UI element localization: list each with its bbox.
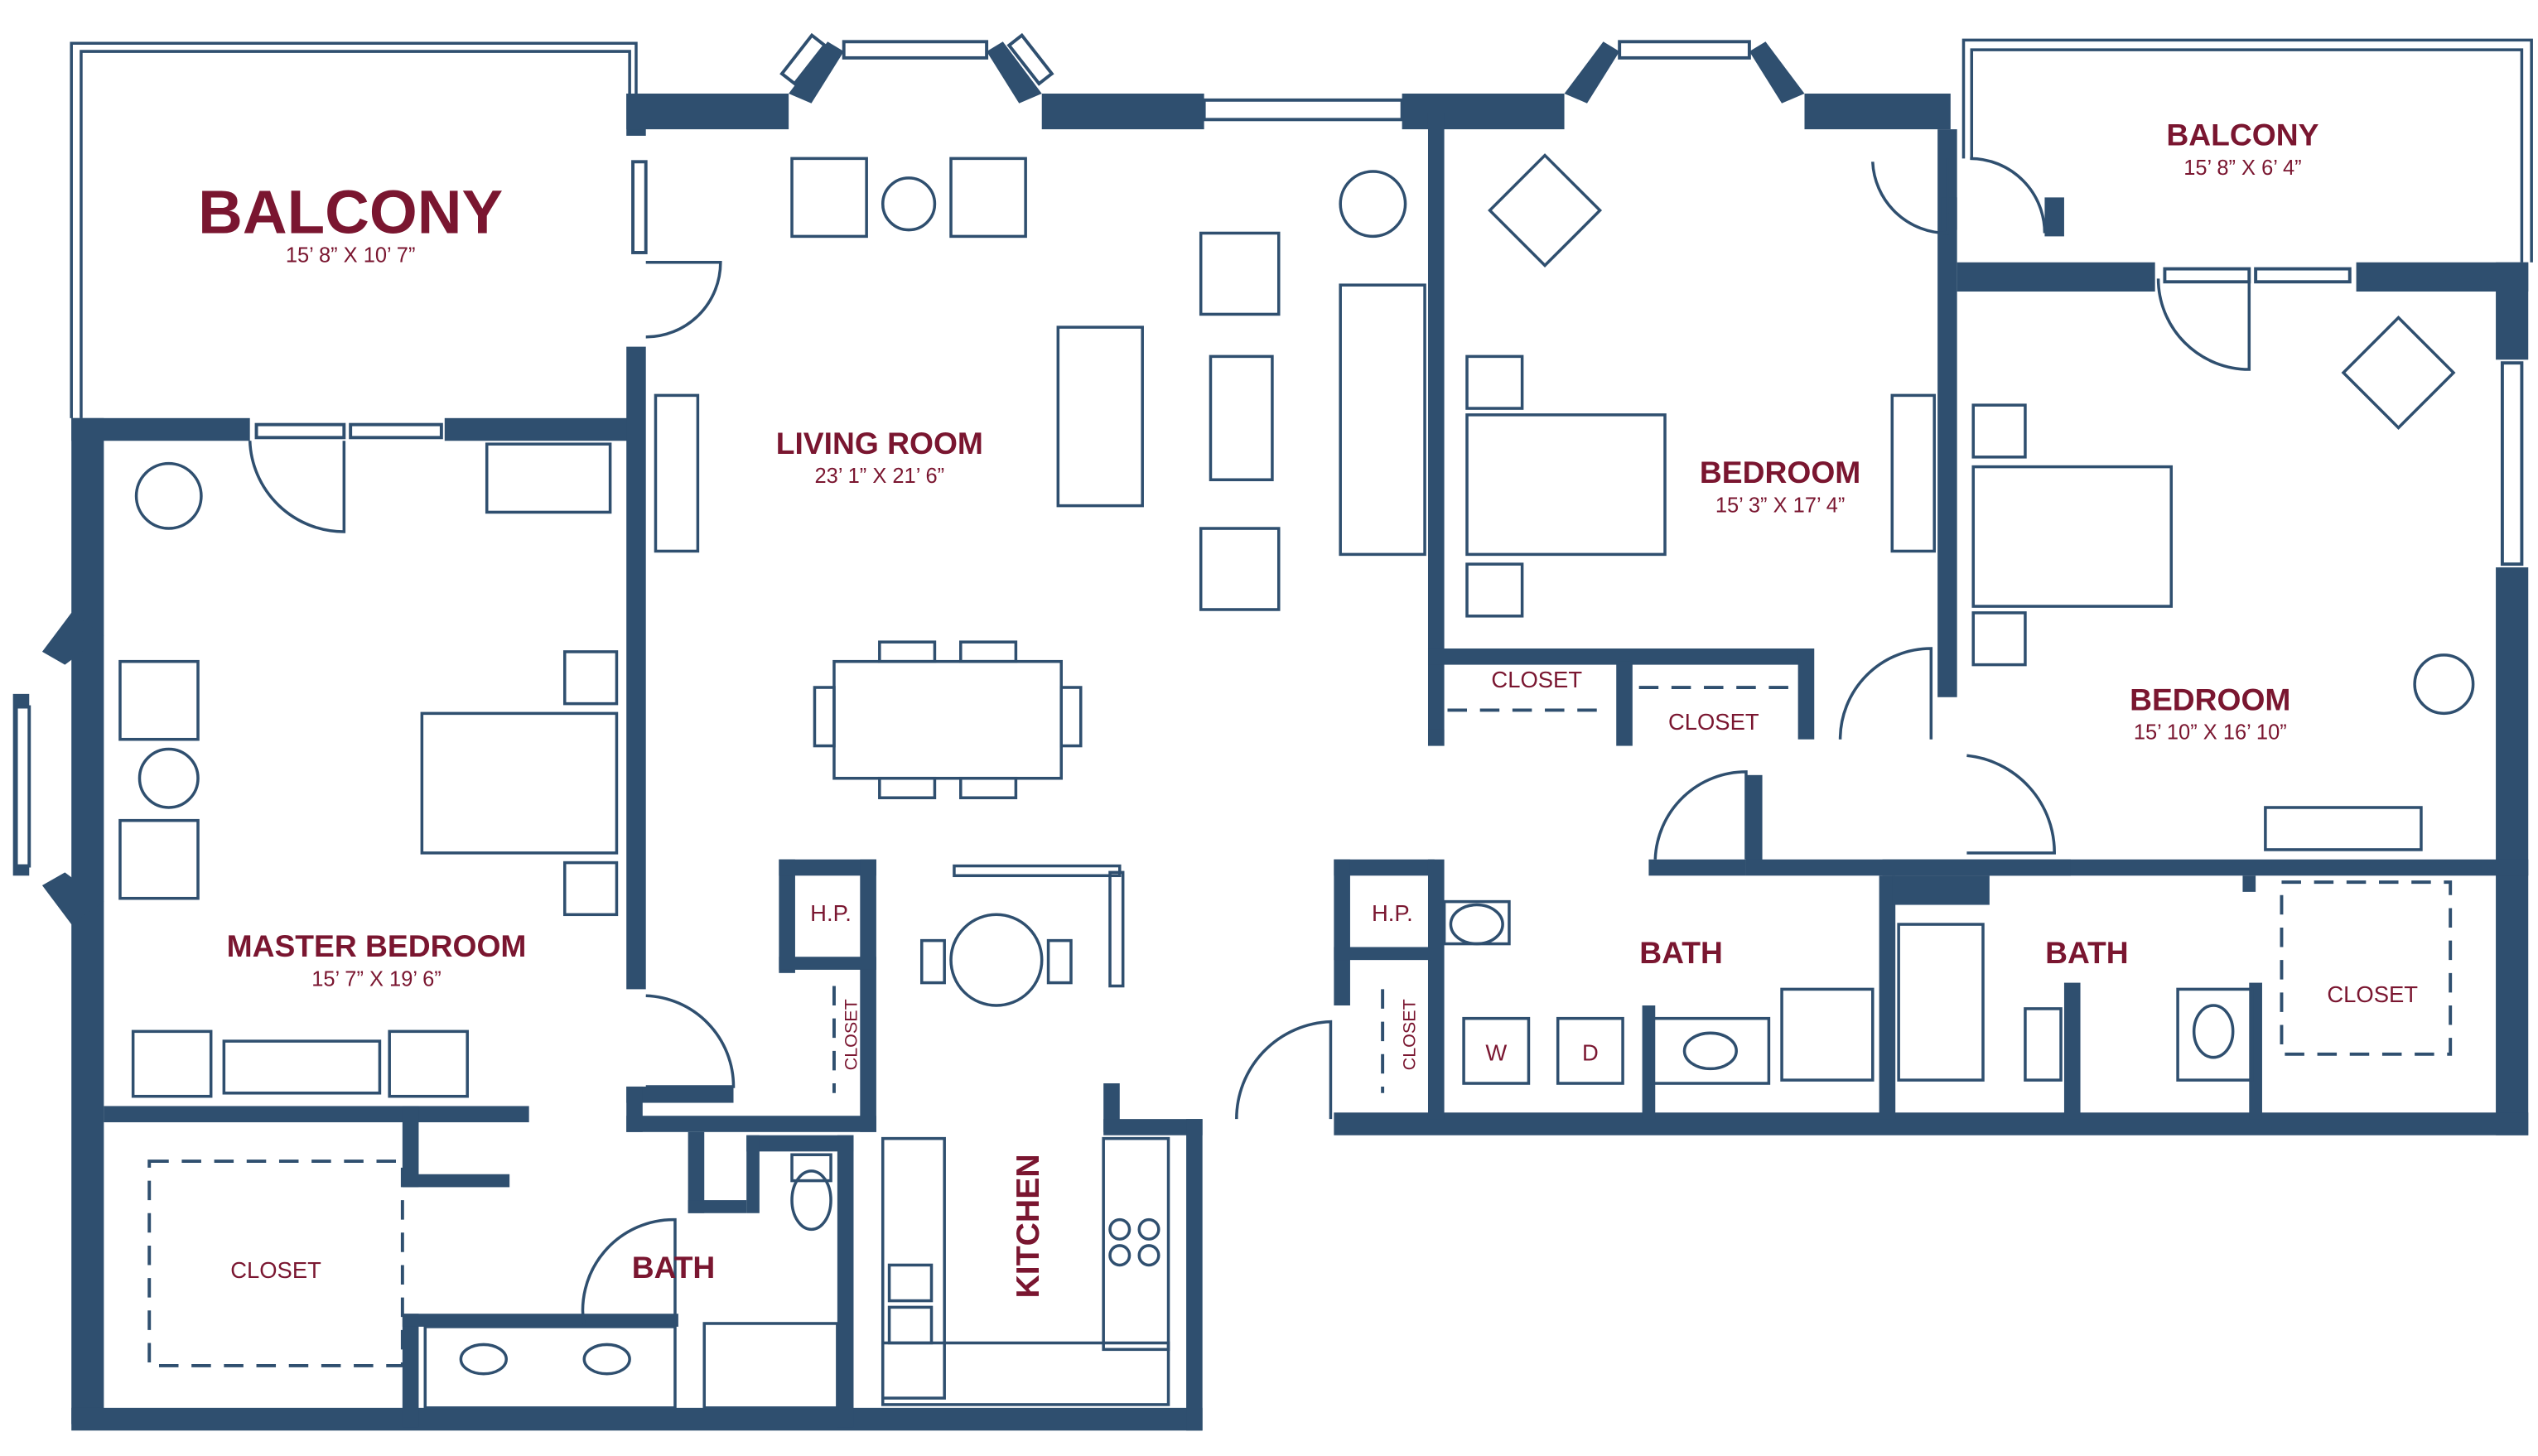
balcony-right-label: BALCONY (2166, 118, 2318, 152)
bath-right-label: BATH (2045, 935, 2129, 970)
closet-master-label: CLOSET (230, 1257, 321, 1283)
balcony-right-dims: 15’ 8” X 6’ 4” (2183, 157, 2301, 180)
closet-hall-right-label: CLOSET (1399, 999, 1419, 1070)
closet-bed-a-label: CLOSET (1491, 667, 1582, 692)
furniture (118, 153, 2475, 1410)
balcony-right-outline (1961, 38, 2533, 263)
closet-hall-left-label: CLOSET (841, 999, 861, 1070)
dryer-label: D (1582, 1040, 1599, 1066)
washer-label: W (1485, 1040, 1507, 1066)
bath-center-label: BATH (1639, 935, 1723, 970)
bath-master-label: BATH (632, 1250, 716, 1285)
balcony-left-label: BALCONY (198, 177, 503, 246)
bedroom-center-label: BEDROOM (1700, 455, 1860, 489)
bedroom-right-dims: 15’ 10” X 16’ 10” (2134, 721, 2287, 745)
living-room-label: LIVING ROOM (776, 426, 983, 460)
closet-right-label: CLOSET (2327, 981, 2418, 1007)
doors (248, 157, 2251, 1328)
hp-left-label: H.P. (810, 900, 852, 926)
balcony-left-dims: 15’ 8” X 10’ 7” (286, 244, 416, 268)
balcony-left-outline (70, 41, 638, 418)
hp-right-label: H.P. (1372, 900, 1413, 926)
kitchen-label: KITCHEN (1011, 1154, 1046, 1298)
windows (14, 32, 2524, 868)
master-bedroom-label: MASTER BEDROOM (227, 928, 527, 963)
bedroom-center-dims: 15’ 3” X 17’ 4” (1715, 494, 1846, 517)
bedroom-right-label: BEDROOM (2130, 682, 2290, 716)
living-room-dims: 23’ 1” X 21’ 6” (815, 465, 945, 488)
master-bedroom-dims: 15’ 7” X 19’ 6” (311, 967, 441, 991)
walls (12, 41, 2529, 1431)
closet-bed-b-label: CLOSET (1668, 709, 1759, 735)
